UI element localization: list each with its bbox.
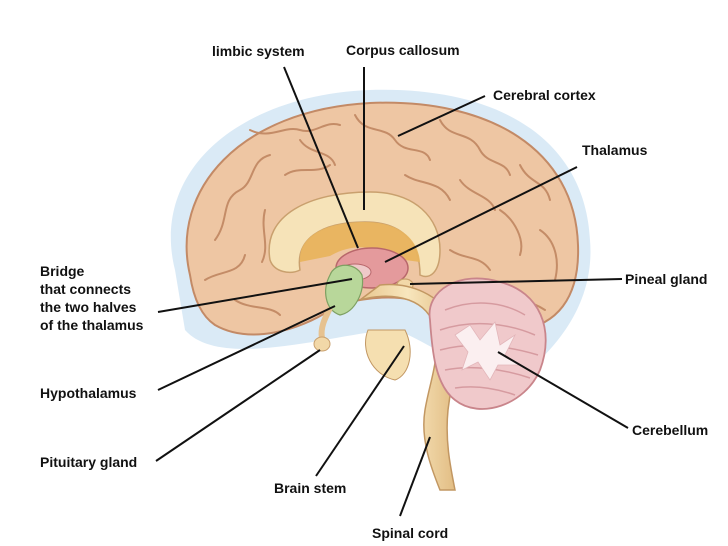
label-bridge-line-1: Bridge xyxy=(40,263,85,279)
label-bridge-line-2: that connects xyxy=(40,281,132,297)
leader-cerebral-cortex xyxy=(397,95,486,137)
leader-bridge xyxy=(157,278,353,313)
label-cerebral-cortex: Cerebral cortex xyxy=(493,87,596,103)
label-cerebellum: Cerebellum xyxy=(632,422,709,438)
label-spinal-cord: Spinal cord xyxy=(372,525,449,541)
leader-pituitary-gland xyxy=(155,349,321,462)
label-pituitary-gland: Pituitary gland xyxy=(40,454,138,470)
label-corpus-callosum: Corpus callosum xyxy=(346,42,460,58)
corpus-callosum-region xyxy=(268,191,441,278)
pons-bulge xyxy=(365,329,411,381)
hypothalamus-region xyxy=(325,264,364,316)
pituitary-stalk xyxy=(318,306,333,339)
label-limbic-system: limbic system xyxy=(212,43,305,59)
label-thalamus: Thalamus xyxy=(582,142,648,158)
leader-limbic-system xyxy=(283,66,359,249)
label-bridge-line-4: of the thalamus xyxy=(40,317,144,333)
leader-hypothalamus xyxy=(157,305,336,391)
leader-brain-stem xyxy=(315,345,405,477)
label-hypothalamus: Hypothalamus xyxy=(40,385,137,401)
label-brain-stem: Brain stem xyxy=(274,480,347,496)
leader-thalamus xyxy=(384,166,578,263)
leader-spinal-cord xyxy=(399,436,431,517)
leader-cerebellum xyxy=(497,351,629,429)
label-pineal-gland: Pineal gland xyxy=(625,271,708,287)
label-bridge: Bridge that connects the two halves of t… xyxy=(40,262,143,334)
pituitary-gland-region xyxy=(313,336,331,352)
label-bridge-line-3: the two halves xyxy=(40,299,137,315)
leader-pineal-gland xyxy=(409,278,623,285)
leader-lines xyxy=(155,66,629,517)
